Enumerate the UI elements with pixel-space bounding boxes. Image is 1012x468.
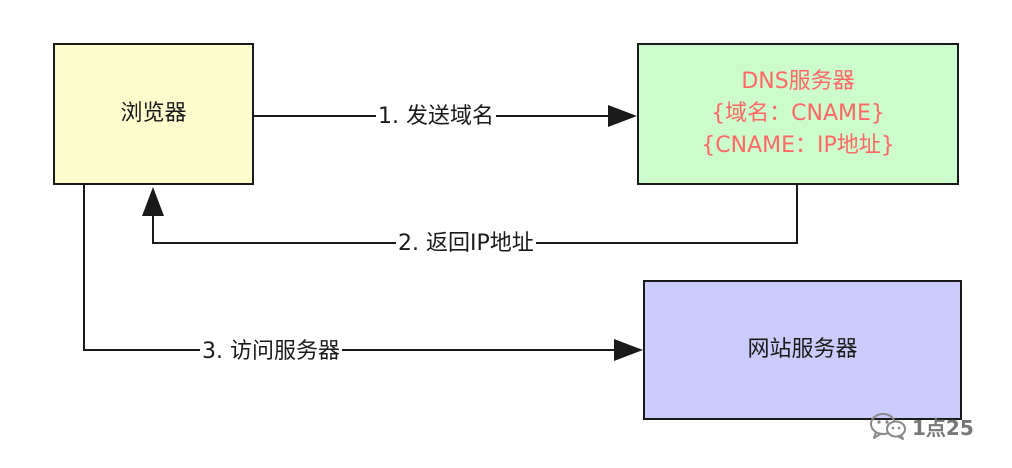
dns-record-domain-cname: {域名：CNAME}: [711, 101, 885, 126]
edge-step2-arrowhead: [142, 187, 164, 216]
dns-record-cname-ip: {CNAME：IP地址}: [701, 133, 895, 158]
browser-label: 浏览器: [120, 100, 187, 126]
edge-step2-label: 2. 返回IP地址: [396, 231, 536, 257]
dns-server-node: DNS服务器 {域名：CNAME} {CNAME：IP地址}: [637, 43, 959, 185]
edge-step3-line: [83, 185, 620, 351]
edge-step1-arrowhead: [608, 105, 637, 127]
web-server-label: 网站服务器: [747, 336, 858, 362]
edge-step1-label: 1. 发送域名: [376, 104, 496, 130]
dns-title: DNS服务器: [741, 69, 855, 94]
web-server-node: 网站服务器: [643, 280, 962, 420]
edge-step3-arrowhead: [614, 339, 643, 361]
edge-step3-label: 3. 访问服务器: [200, 339, 342, 365]
watermark-text: 1点25: [912, 415, 974, 440]
wechat-icon: [870, 413, 906, 440]
watermark: 1点25: [868, 411, 974, 441]
browser-node: 浏览器: [53, 43, 254, 185]
